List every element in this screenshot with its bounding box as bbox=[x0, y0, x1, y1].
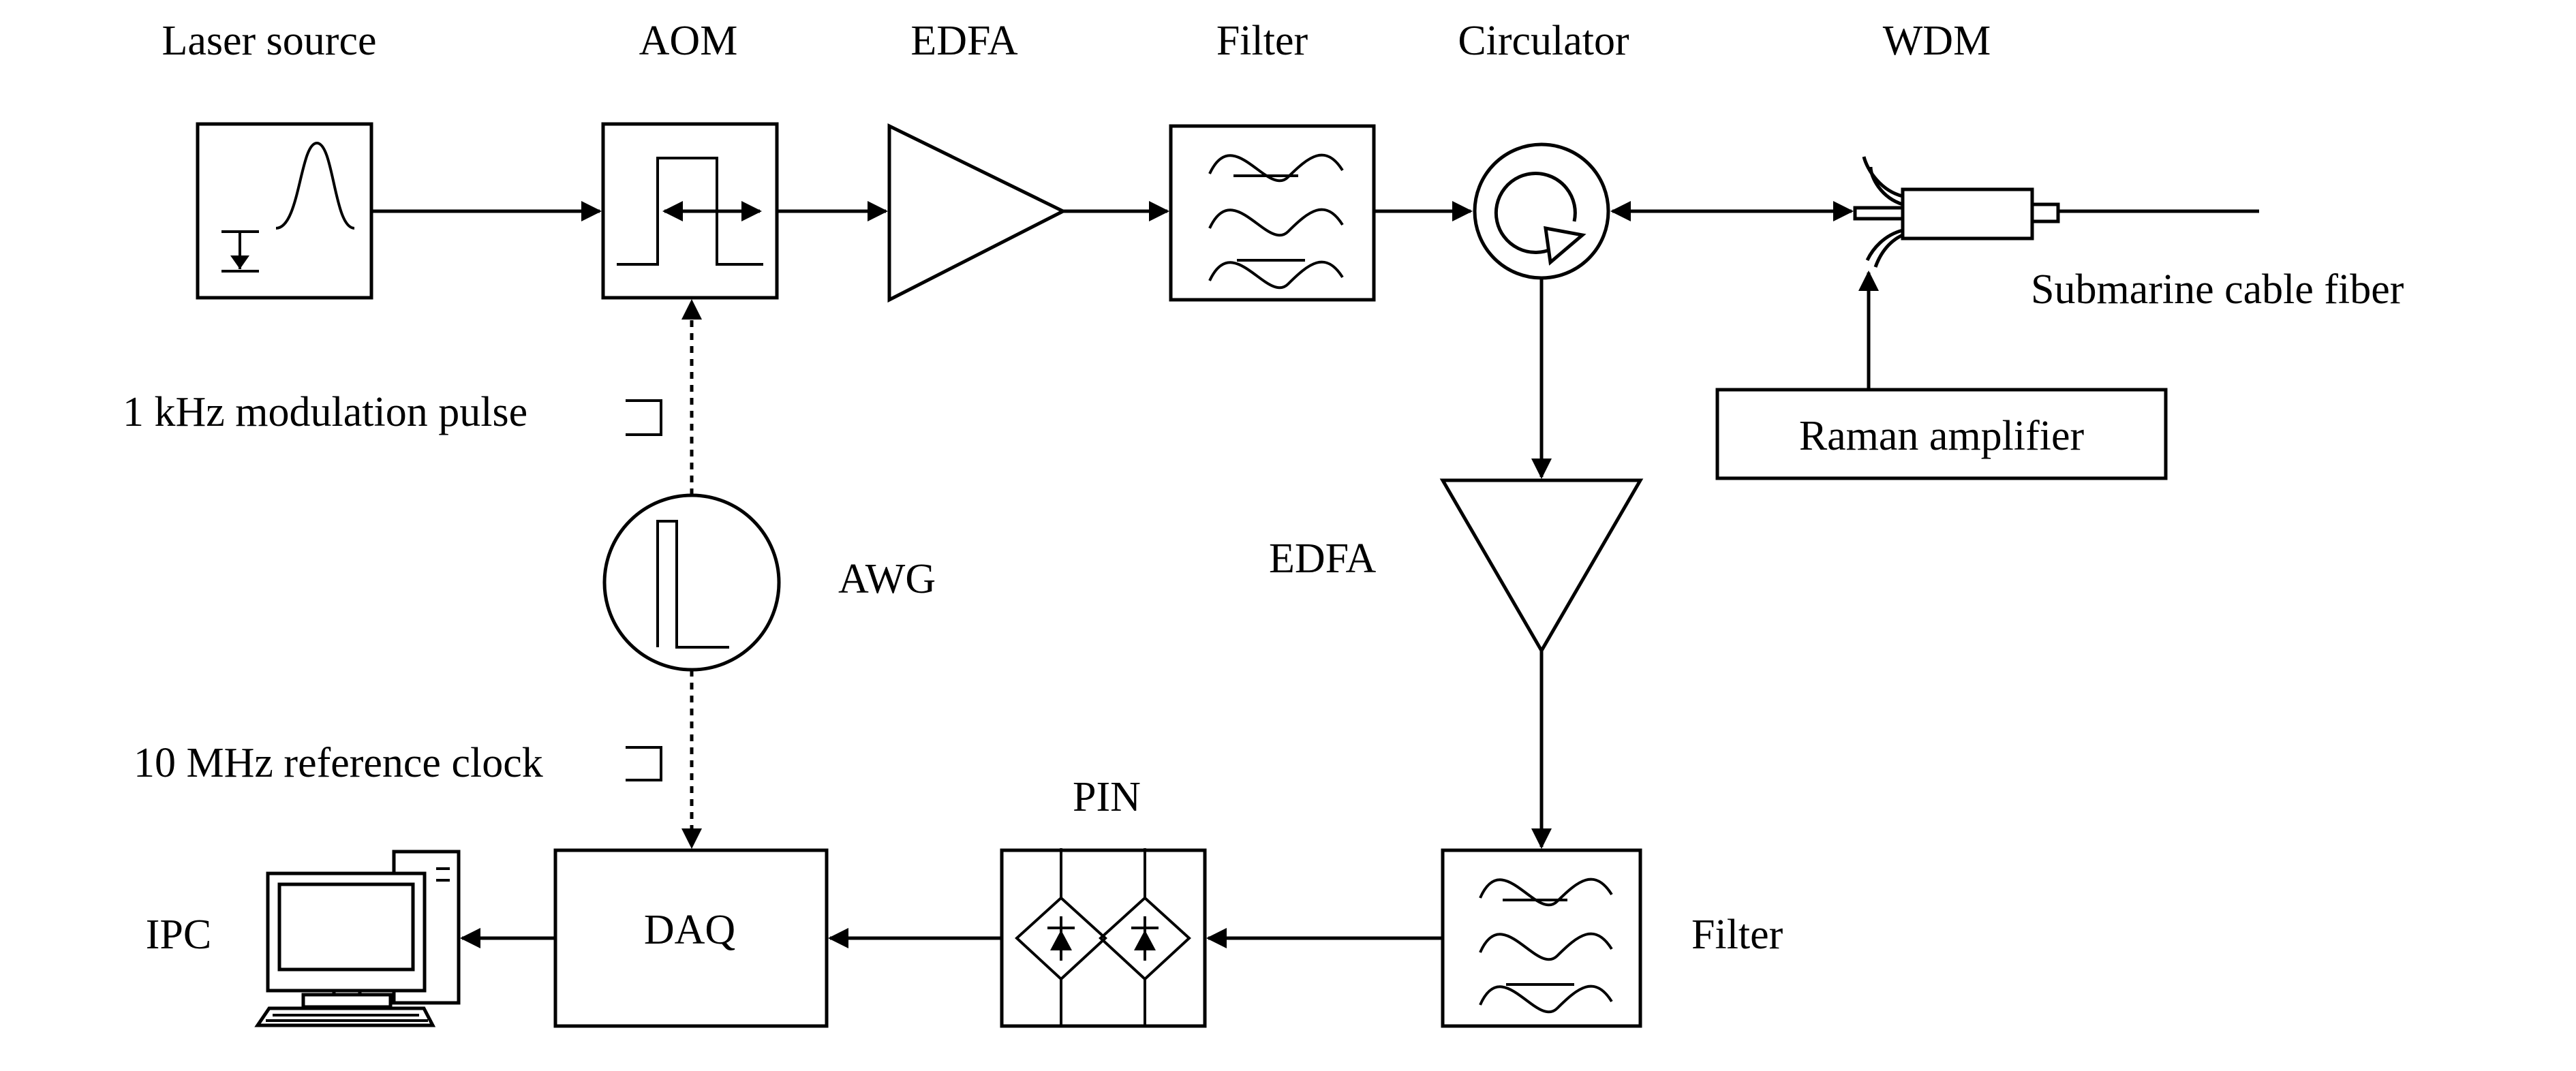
raman-amplifier: Raman amplifier bbox=[1715, 388, 2168, 480]
pin-detector bbox=[1000, 848, 1207, 1028]
raman-label: Raman amplifier bbox=[1799, 413, 2085, 459]
connections bbox=[371, 201, 2259, 948]
laser-icon bbox=[221, 141, 355, 273]
circulator bbox=[1473, 142, 1610, 280]
filter-bottom-label: Filter bbox=[1691, 912, 1783, 958]
submarine-cable-label: Submarine cable fiber bbox=[2031, 266, 2404, 313]
awg-label: AWG bbox=[838, 556, 936, 602]
edfa-right-label: EDFA bbox=[1269, 536, 1377, 582]
pulse-icon bbox=[626, 399, 662, 436]
filter-icon bbox=[1208, 153, 1344, 290]
filter-top-label: Filter bbox=[1216, 18, 1308, 64]
edfa-top-label: EDFA bbox=[910, 18, 1018, 64]
laser-source bbox=[196, 122, 373, 300]
pulse-icon bbox=[617, 157, 763, 266]
amplifier-icon bbox=[1439, 478, 1644, 654]
edfa-right bbox=[1439, 478, 1644, 654]
laser-source-label: Laser source bbox=[162, 18, 377, 64]
circulator-icon bbox=[1494, 172, 1586, 266]
computer-icon bbox=[254, 850, 461, 1027]
wdm bbox=[1853, 156, 2060, 268]
ref-clock-label: 10 MHz reference clock bbox=[134, 740, 543, 786]
pin-label: PIN bbox=[1073, 774, 1141, 820]
wdm-label: WDM bbox=[1883, 18, 1991, 64]
photodiode-icon bbox=[1015, 848, 1191, 1026]
circulator-label: Circulator bbox=[1458, 18, 1629, 64]
amplifier-icon bbox=[887, 123, 1067, 303]
modulation-pulse-label: 1 kHz modulation pulse bbox=[123, 389, 527, 435]
aom-label: AOM bbox=[639, 18, 738, 64]
filter-icon bbox=[1479, 878, 1613, 1014]
filter-bottom bbox=[1441, 848, 1642, 1028]
daq-label: DAQ bbox=[644, 907, 735, 953]
ipc-label: IPC bbox=[146, 912, 211, 958]
filter-top bbox=[1169, 124, 1376, 302]
aom bbox=[601, 122, 779, 300]
waveform-icon bbox=[656, 520, 729, 649]
daq: DAQ bbox=[553, 848, 829, 1028]
wdm-coupler-icon bbox=[1853, 156, 1905, 268]
edfa-top bbox=[887, 123, 1067, 303]
awg bbox=[602, 493, 781, 672]
pulse-icon bbox=[626, 746, 662, 781]
